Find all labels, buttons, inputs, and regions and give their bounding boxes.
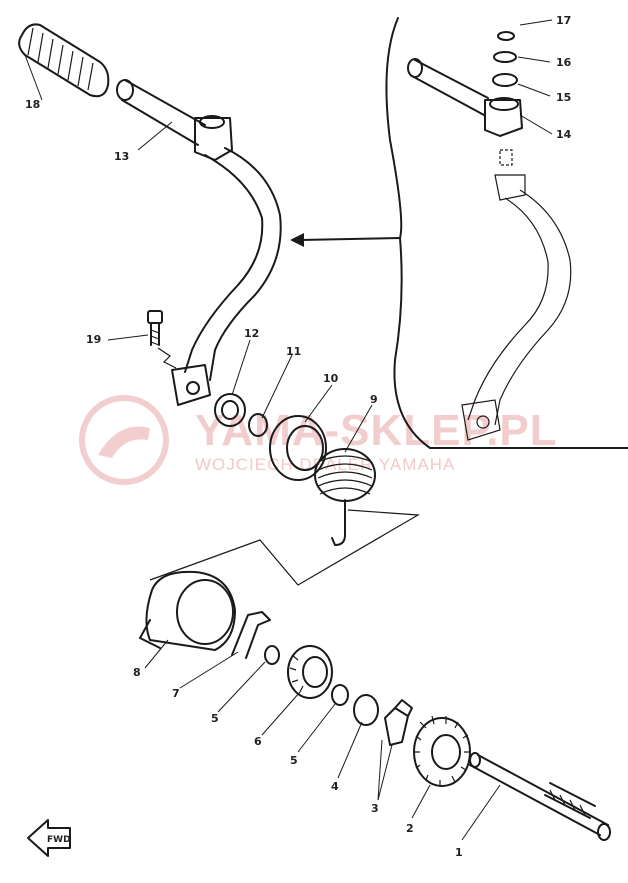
kick-crank-arm <box>116 79 282 406</box>
callout-3: 3 <box>371 802 379 815</box>
kick-gear <box>413 715 471 787</box>
circlip <box>248 413 268 437</box>
bolt <box>147 310 177 369</box>
shim <box>353 694 379 726</box>
kick-shaft <box>469 752 611 841</box>
callout-11: 11 <box>286 345 301 358</box>
callout-4: 4 <box>331 780 339 793</box>
callout-10: 10 <box>323 372 339 385</box>
fwd-label: FWD <box>47 835 71 845</box>
inset-clip-17 <box>497 31 515 41</box>
torsion-spring <box>149 448 420 586</box>
inset-crank <box>407 31 572 441</box>
oil-seal <box>214 393 246 427</box>
inset-washer-15 <box>492 73 518 87</box>
inset-bracket <box>290 17 628 449</box>
callout-5-upper: 5 <box>211 712 219 725</box>
ratchet-housing <box>139 570 236 651</box>
callout-9: 9 <box>370 393 378 406</box>
callout-13: 13 <box>114 150 129 163</box>
callout-14: 14 <box>556 128 572 141</box>
fwd-arrow-icon: FWD <box>27 819 71 857</box>
callout-12: 12 <box>244 327 259 340</box>
spring-cover <box>269 415 327 481</box>
washer-upper <box>264 645 280 665</box>
callout-17: 17 <box>556 14 571 27</box>
callout-7: 7 <box>172 687 180 700</box>
washer-lower <box>331 684 349 706</box>
kick-grip <box>18 23 110 98</box>
ratchet-wheel <box>287 645 333 699</box>
callout-5-lower: 5 <box>290 754 298 767</box>
watermark-subtitle: WOJCIECH DEALER YAMAHA <box>195 455 455 474</box>
inset-washer-16 <box>493 51 517 63</box>
callout-1: 1 <box>455 846 463 859</box>
callout-19: 19 <box>86 333 101 346</box>
clip <box>231 611 271 659</box>
callout-2: 2 <box>406 822 414 835</box>
collars <box>384 699 413 746</box>
callout-8: 8 <box>133 666 141 679</box>
callout-6: 6 <box>254 735 262 748</box>
callout-18: 18 <box>25 98 40 111</box>
callout-labels: 1 2 3 4 5 5 6 7 8 9 10 11 12 13 14 15 16… <box>25 14 572 859</box>
callout-16: 16 <box>556 56 572 69</box>
leader-lines <box>24 19 553 841</box>
callout-15: 15 <box>556 91 571 104</box>
